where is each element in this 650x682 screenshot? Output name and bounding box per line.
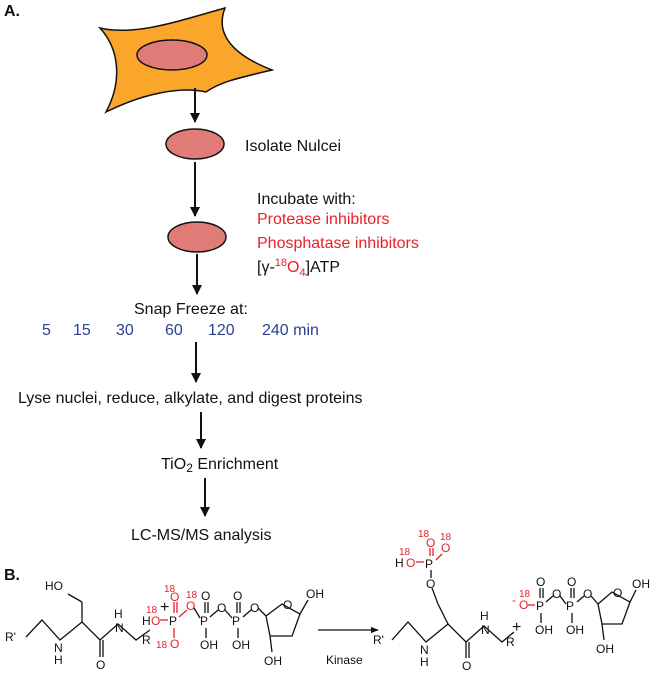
phosphatase-inhibitors: Phosphatase inhibitors	[257, 235, 419, 252]
atp-iso-4: 18	[186, 590, 198, 601]
incubated-nucleus	[167, 221, 227, 253]
adp-oh-1: OH	[632, 577, 650, 591]
r-right: R	[506, 635, 515, 649]
amide-h-right: H	[480, 609, 489, 623]
atp-prefix: [γ-	[257, 259, 275, 276]
panel-a-label: A.	[4, 3, 20, 20]
atp-o-bridge: O	[186, 599, 195, 613]
lyse-label: Lyse nuclei, reduce, alkylate, and diges…	[18, 390, 363, 407]
nh-left-h: H	[54, 653, 63, 667]
adp-bridge-o: O	[552, 587, 561, 601]
amide-n-right: N	[481, 623, 490, 637]
product-o-left: O	[406, 556, 415, 570]
time-points: 5 15 30 60 120 240 min	[42, 322, 319, 339]
panel-b-label: B.	[4, 567, 20, 584]
adp-product: - 18 O P O OH O P O OH O O OH OH	[512, 575, 650, 656]
amide-n-left: N	[115, 621, 124, 635]
atp-beta-oh: OH	[200, 638, 218, 652]
atp-iso-3: 18	[156, 640, 168, 651]
atp-suffix: ]ATP	[306, 259, 340, 276]
product-iso-3: 18	[440, 532, 452, 543]
isolate-label: Isolate Nulcei	[245, 138, 341, 155]
cell-nucleus	[136, 39, 208, 71]
adp-ring-o: O	[613, 586, 622, 600]
atp-iso: 18	[275, 257, 287, 269]
atp-h: H	[142, 614, 151, 628]
ribose-oh-1: OH	[306, 587, 324, 601]
tio2-c: Enrichment	[193, 456, 279, 473]
r-prime-right: R'	[373, 633, 384, 647]
atp-bridge-o2: O	[217, 601, 226, 615]
atp-iso-2: 18	[164, 584, 176, 595]
lcms-label: LC-MS/MS analysis	[131, 527, 271, 544]
nh-left-n: N	[54, 641, 63, 655]
isolated-nucleus	[165, 128, 225, 160]
serine-oh: HO	[45, 579, 63, 593]
product-carbonyl-o: O	[462, 659, 471, 673]
time-15: 15	[73, 322, 91, 339]
product-ser-o: O	[426, 577, 435, 591]
time-5: 5	[42, 322, 51, 339]
protease-inhibitors: Protease inhibitors	[257, 211, 390, 228]
r-prime-left: R'	[5, 630, 16, 644]
nh-right-n: N	[420, 643, 429, 657]
atp-o-left: O	[151, 614, 160, 628]
serine-residue: R' N H HO O H N R	[5, 579, 151, 672]
atp-iso-1: 18	[146, 605, 158, 616]
adp-p-alpha: P	[566, 599, 574, 613]
atp-alpha-o: O	[233, 589, 242, 603]
amide-h-left: H	[114, 607, 123, 621]
time-240: 240 min	[262, 322, 319, 339]
serine-carbonyl-o: O	[96, 658, 105, 672]
atp-sugar-o: O	[250, 601, 259, 615]
atp-sub: 4	[299, 267, 305, 279]
product-iso-1: 18	[399, 547, 411, 558]
time-120: 120	[208, 322, 235, 339]
atp-p-gamma: P	[169, 614, 177, 628]
tio2-label: TiO2 Enrichment	[161, 456, 279, 475]
atp-beta-o: O	[201, 589, 210, 603]
nh-right-h: H	[420, 655, 429, 669]
ribose-ring-o: O	[283, 598, 292, 612]
adp-minus: -	[512, 593, 516, 607]
plus-2: +	[512, 619, 521, 636]
adp-iso: 18	[519, 589, 531, 600]
time-60: 60	[165, 322, 183, 339]
incubate-title: Incubate with:	[257, 191, 356, 208]
atp-p-alpha: P	[232, 614, 240, 628]
product-p: P	[425, 557, 433, 571]
atp-o: O	[287, 259, 299, 276]
adp-p-beta: P	[536, 599, 544, 613]
atp-p-beta: P	[200, 614, 208, 628]
product-iso-2: 18	[418, 529, 430, 540]
atp-o-top: O	[170, 590, 179, 604]
tio2-a: TiO	[161, 456, 186, 473]
adp-alpha-o: O	[567, 575, 576, 589]
atp-label: [γ-18O4]ATP	[257, 257, 340, 279]
plus-1: +	[160, 599, 169, 616]
product-o-right: O	[441, 541, 450, 555]
product-o-top: O	[426, 536, 435, 550]
product-h: H	[395, 556, 404, 570]
adp-o-left: O	[519, 598, 528, 612]
phosphoserine-product: O P O H 18 O 18 O 18 O R' N H H N R	[373, 529, 515, 673]
ribose-oh-2: OH	[264, 654, 282, 668]
r-left: R	[142, 633, 151, 647]
kinase-label: Kinase	[326, 653, 363, 667]
time-30: 30	[116, 322, 134, 339]
adp-sugar-o: O	[583, 587, 592, 601]
adp-alpha-oh: OH	[566, 623, 584, 637]
tio2-b: 2	[186, 461, 193, 475]
adp-beta-oh: OH	[535, 623, 553, 637]
atp-18o4: H O 18 P O 18 O 18 O 18 P O OH O P O OH …	[142, 584, 324, 668]
adp-oh-2: OH	[596, 642, 614, 656]
atp-alpha-oh: OH	[232, 638, 250, 652]
snap-freeze-label: Snap Freeze at:	[134, 301, 248, 318]
adp-beta-o: O	[536, 575, 545, 589]
atp-o-bottom: O	[170, 637, 179, 651]
